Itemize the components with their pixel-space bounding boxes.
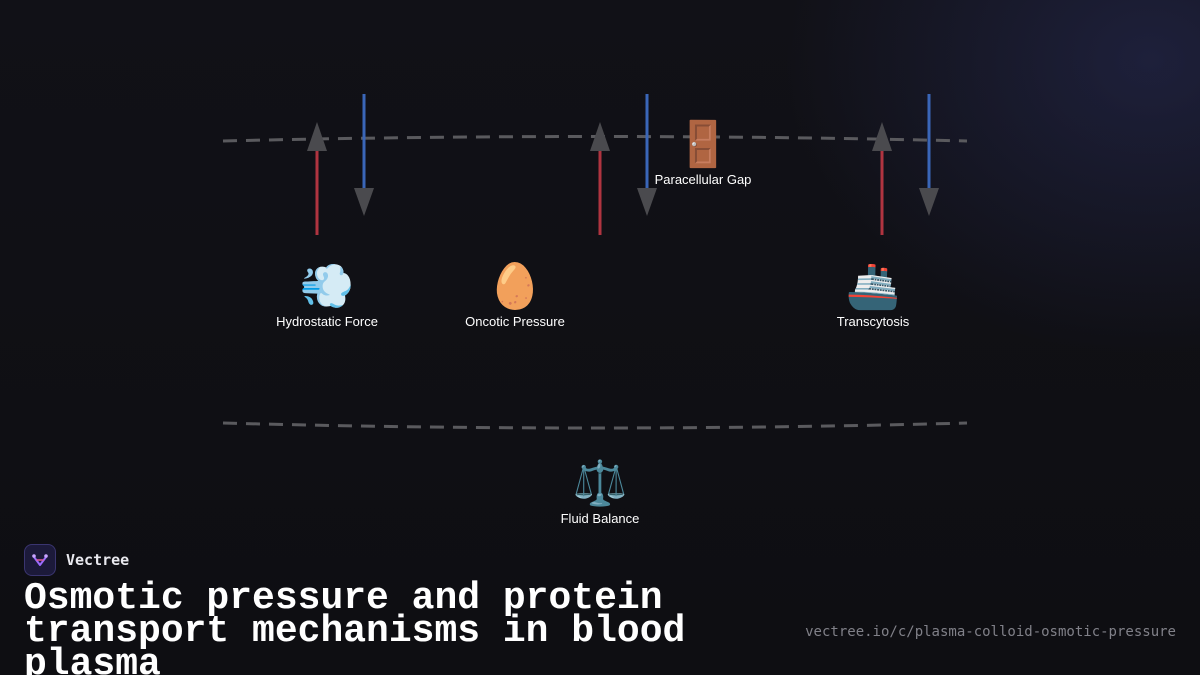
ship-icon: 🚢 bbox=[845, 262, 901, 311]
source-url[interactable]: vectree.io/c/plasma-colloid-osmotic-pres… bbox=[805, 624, 1176, 640]
dashing-away-icon: 💨 bbox=[299, 262, 355, 311]
inflow-arrow-3 bbox=[919, 94, 939, 216]
node-label: Paracellular Gap bbox=[654, 172, 752, 187]
brand: Vectree bbox=[24, 544, 129, 576]
node-paracellular-gap: 🚪 Paracellular Gap bbox=[655, 120, 752, 187]
node-hydrostatic-force: 💨 Hydrostatic Force bbox=[276, 262, 378, 329]
balance-scale-icon: ⚖️ bbox=[572, 459, 628, 508]
outflow-arrow-2 bbox=[590, 122, 610, 235]
node-label: Fluid Balance bbox=[560, 511, 640, 526]
outflow-arrow-1 bbox=[307, 122, 327, 235]
egg-icon: 🥚 bbox=[487, 262, 543, 311]
node-label: Hydrostatic Force bbox=[276, 314, 378, 329]
node-fluid-balance: ⚖️ Fluid Balance bbox=[561, 459, 640, 526]
brand-name: Vectree bbox=[66, 551, 130, 569]
node-label: Oncotic Pressure bbox=[465, 314, 565, 329]
node-oncotic-pressure: 🥚 Oncotic Pressure bbox=[465, 262, 565, 329]
lower-boundary-line bbox=[222, 421, 968, 430]
outflow-arrow-3 bbox=[872, 122, 892, 235]
node-transcytosis: 🚢 Transcytosis bbox=[837, 262, 909, 329]
inflow-arrow-1 bbox=[354, 94, 374, 216]
page-title: Osmotic pressure and protein transport m… bbox=[24, 577, 686, 675]
node-label: Transcytosis bbox=[836, 314, 910, 329]
inflow-arrow-2 bbox=[637, 94, 657, 216]
vectree-logo-icon bbox=[24, 544, 56, 576]
door-icon: 🚪 bbox=[675, 120, 731, 169]
